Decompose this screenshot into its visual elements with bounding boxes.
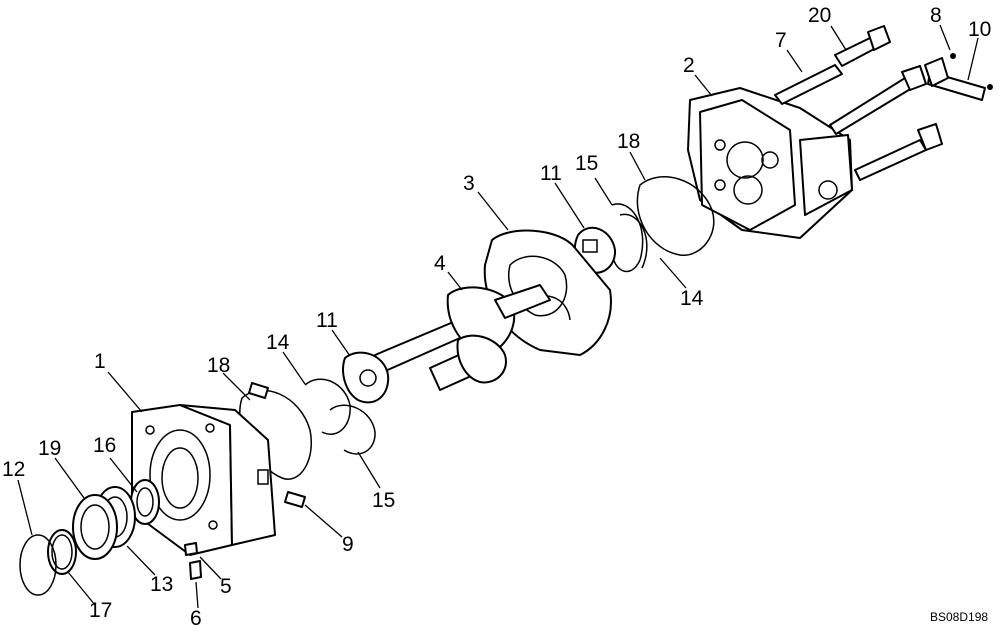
callout-11-left: 11 — [316, 309, 338, 332]
front-body-part — [131, 404, 276, 556]
seal-part-16 — [130, 479, 160, 525]
callout-4: 4 — [434, 252, 446, 275]
callout-15-left: 15 — [372, 489, 395, 512]
callout-7: 7 — [775, 29, 787, 52]
callout-15-right: 15 — [575, 152, 598, 175]
callout-14-right: 14 — [680, 287, 704, 310]
ring-part-17 — [47, 529, 77, 575]
callout-3: 3 — [463, 172, 475, 195]
seal-part-15-14-right — [611, 203, 648, 273]
callout-17: 17 — [89, 599, 112, 622]
dowel-part-9 — [284, 491, 306, 508]
callout-13: 13 — [150, 573, 173, 596]
plug-part-6 — [189, 560, 202, 580]
callout-12: 12 — [2, 458, 25, 481]
callout-18-right: 18 — [617, 130, 640, 153]
reference-code: BS08D198 — [930, 610, 988, 624]
callout-11-right: 11 — [540, 162, 562, 185]
callout-14-left: 14 — [266, 331, 290, 354]
callout-1: 1 — [94, 350, 106, 373]
bolt-part-20 — [829, 25, 943, 181]
callout-16: 16 — [93, 434, 116, 457]
callout-labels: 1 2 3 4 5 6 7 8 9 10 11 11 12 13 14 14 1… — [2, 4, 991, 630]
callout-9: 9 — [342, 533, 354, 556]
leader-lines — [17, 24, 979, 609]
dowel-part-18 — [248, 382, 269, 399]
callout-18-left: 18 — [207, 354, 230, 377]
driven-gear-part — [429, 334, 507, 391]
small-part-8 — [950, 53, 993, 90]
wear-plate-part-11-left — [342, 351, 390, 404]
seal-part-19 — [72, 494, 118, 560]
pin-part-10 — [924, 57, 986, 101]
callout-19: 19 — [38, 437, 61, 460]
rear-cover-part — [687, 87, 853, 239]
callout-2: 2 — [683, 54, 695, 77]
seal-part-14-left — [304, 378, 351, 435]
ring-part-12 — [19, 534, 57, 596]
callout-10: 10 — [968, 18, 991, 41]
callout-20: 20 — [808, 4, 831, 27]
fitting-part-5 — [184, 542, 198, 556]
bolt-part-7 — [774, 64, 843, 105]
seal-part-18-right — [636, 176, 715, 256]
callout-6: 6 — [190, 607, 202, 630]
callout-5: 5 — [220, 575, 232, 598]
seal-part-15-left — [329, 404, 376, 455]
callout-8: 8 — [930, 4, 942, 27]
